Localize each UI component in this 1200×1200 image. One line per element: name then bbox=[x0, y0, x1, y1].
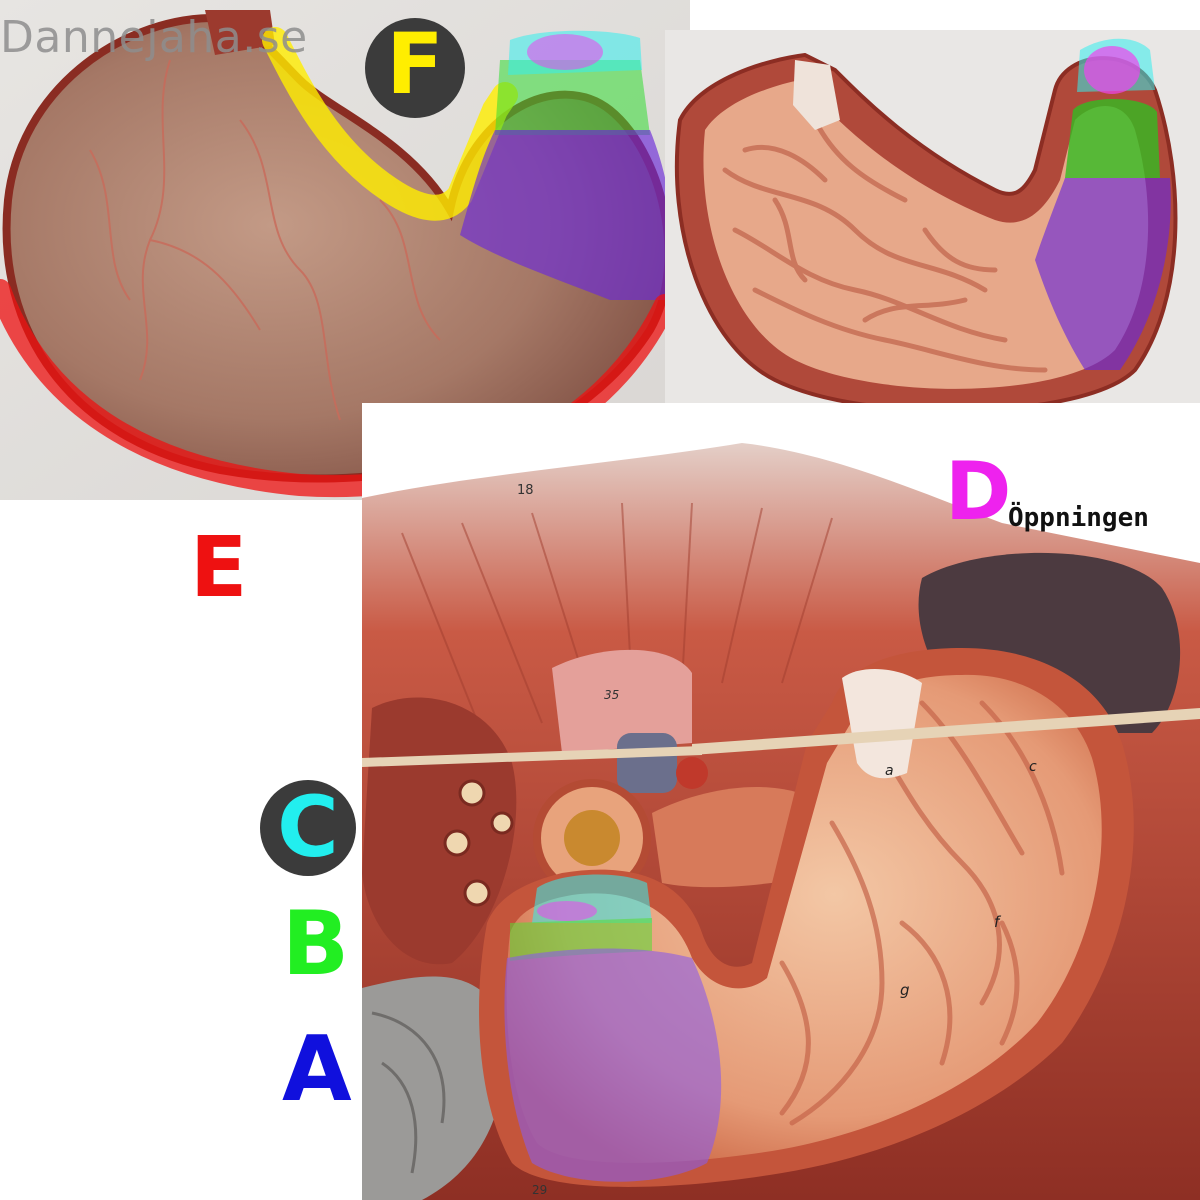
stomach-exterior-illustration bbox=[0, 0, 690, 500]
model-mark-center-number: 35 bbox=[604, 688, 620, 702]
model-mark-stomach-g: g bbox=[900, 981, 910, 999]
model-mark-bottom-number: 29 bbox=[532, 1183, 548, 1197]
stomach-interior-illustration bbox=[665, 30, 1200, 435]
label-c: C bbox=[277, 778, 339, 876]
label-f-circle bbox=[365, 18, 465, 118]
model-mark-stomach-a: a bbox=[885, 763, 894, 779]
watermark: Dannejaha.se bbox=[0, 12, 308, 63]
model-mark-top-number: 18 bbox=[517, 483, 534, 498]
label-a: A bbox=[282, 1017, 352, 1122]
label-d: D bbox=[945, 445, 1012, 538]
stomach-interior-photo bbox=[665, 30, 1200, 435]
model-mark-stomach-f: f bbox=[994, 913, 1000, 931]
label-c-circle bbox=[260, 780, 356, 876]
torso-model-illustration bbox=[362, 403, 1200, 1200]
stomach-exterior-photo bbox=[0, 0, 690, 500]
label-f: F bbox=[386, 15, 444, 113]
label-d-caption: Öppningen bbox=[1008, 503, 1149, 533]
torso-model-photo: 18 35 29 a c f g bbox=[362, 403, 1200, 1200]
label-b: B bbox=[282, 892, 350, 995]
label-e: E bbox=[190, 518, 248, 616]
model-mark-stomach-c: c bbox=[1029, 759, 1037, 775]
